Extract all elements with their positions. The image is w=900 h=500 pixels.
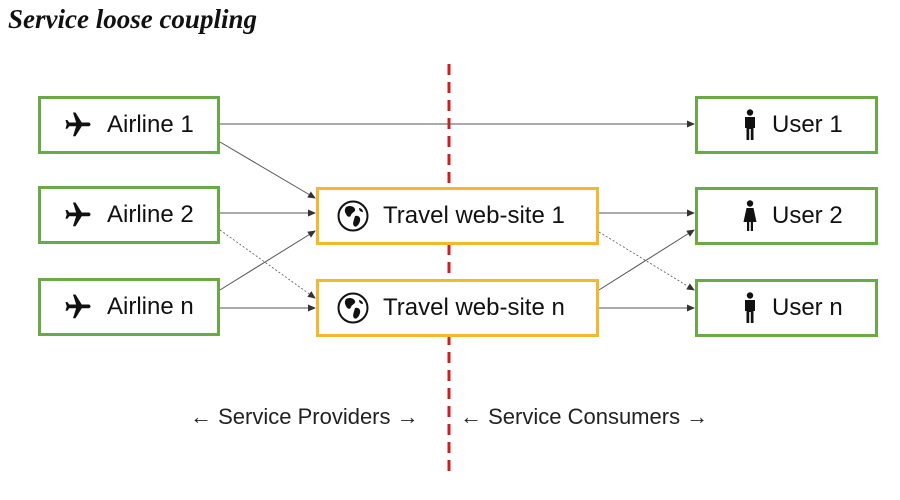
user-2-label: User 2 <box>772 202 843 229</box>
airline-1-box: Airline 1 <box>38 96 220 154</box>
travel-site-n-box: Travel web-site n <box>316 279 599 337</box>
airline-2-label: Airline 2 <box>107 201 194 228</box>
globe-icon <box>337 292 369 324</box>
airplane-icon <box>63 200 93 230</box>
travel-site-1-label: Travel web-site 1 <box>383 202 565 229</box>
airplane-icon <box>63 110 93 140</box>
person-icon <box>742 109 758 141</box>
user-1-box: User 1 <box>695 96 878 154</box>
service-consumers-caption: ← Service Consumers → <box>460 404 709 429</box>
user-1-label: User 1 <box>772 111 843 138</box>
link-airline2-siten <box>219 229 316 299</box>
link-site1-usern <box>598 231 695 291</box>
link-siten-user2 <box>598 229 695 291</box>
link-airlinen-site1 <box>219 230 316 291</box>
globe-icon <box>337 200 369 232</box>
airline-2-box: Airline 2 <box>38 186 220 244</box>
airline-n-label: Airline n <box>107 293 194 320</box>
airline-n-box: Airline n <box>38 278 220 336</box>
person-icon <box>742 200 758 232</box>
user-2-box: User 2 <box>695 187 878 245</box>
service-providers-caption: ← Service Providers → <box>190 404 419 429</box>
link-airline1-site1 <box>219 141 316 199</box>
person-icon <box>742 292 758 324</box>
user-n-box: User n <box>695 279 878 337</box>
travel-site-n-label: Travel web-site n <box>383 294 565 321</box>
airline-1-label: Airline 1 <box>107 111 194 138</box>
diagram-title: Service loose coupling <box>8 4 257 34</box>
airplane-icon <box>63 292 93 322</box>
travel-site-1-box: Travel web-site 1 <box>316 187 599 245</box>
user-n-label: User n <box>772 294 843 321</box>
